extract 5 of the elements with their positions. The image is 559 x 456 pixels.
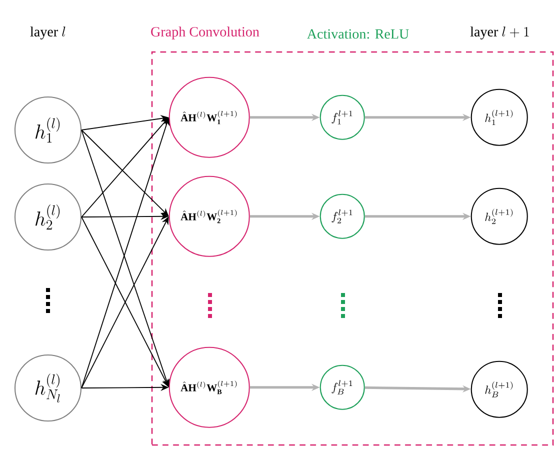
dashed-frame bbox=[151, 51, 554, 446]
column-heading: $\textrm{layer}\ l+1$ bbox=[470, 26, 529, 40]
column-heading: Graph Convolution bbox=[151, 26, 260, 40]
column-heading: Activation: ReLU bbox=[306, 29, 409, 39]
column-heading: $\textrm{layer}\ l$ bbox=[30, 26, 66, 40]
